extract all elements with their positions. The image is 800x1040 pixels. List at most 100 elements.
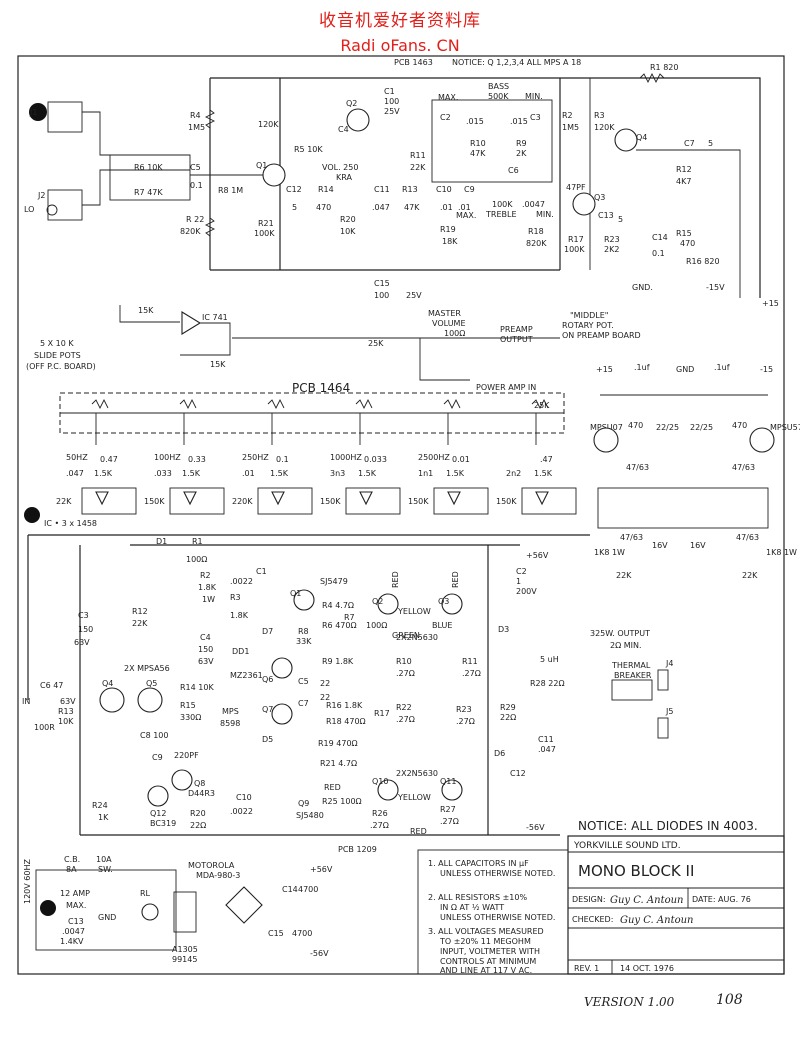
svg-text:R11: R11 [462,657,478,666]
svg-text:+56V: +56V [526,551,549,560]
band-cap-a: 0.033 [364,455,387,464]
svg-text:1.8K: 1.8K [230,611,249,620]
svg-text:5: 5 [708,139,713,148]
svg-text:Q1: Q1 [290,589,301,598]
band-resistor-a: 1.5K [182,469,201,478]
preamp-section: PCB 1463 NOTICE: Q 1,2,3,4 ALL MPS A 18 … [24,58,779,308]
svg-text:22K: 22K [616,571,632,580]
master-volume-label: MASTER [428,309,461,318]
band-cell [81,487,137,515]
svg-text:5: 5 [618,215,623,224]
svg-text:Q8: Q8 [194,779,205,788]
svg-text:DESIGN:: DESIGN: [572,895,606,904]
svg-text:22: 22 [320,693,330,702]
mains-label: 120V 60HZ [23,859,32,904]
svg-text:PCB 1464: PCB 1464 [292,381,350,395]
svg-text:YELLOW: YELLOW [397,607,431,616]
svg-text:22: 22 [320,679,330,688]
svg-text:Q12: Q12 [150,809,166,818]
svg-text:BC319: BC319 [150,819,176,828]
svg-text:1K: 1K [98,813,109,822]
svg-text:220PF: 220PF [174,751,199,760]
svg-text:C13: C13 [68,917,84,926]
svg-text:Q10: Q10 [372,777,388,786]
ic741-opamp [181,311,202,335]
svg-text:.27Ω: .27Ω [456,717,475,726]
svg-text:2X2N5630: 2X2N5630 [396,633,438,642]
output-inductor-label: 5 uH [540,655,559,664]
svg-text:2K2: 2K2 [604,245,619,254]
svg-text:.015: .015 [510,117,528,126]
band-cell [433,487,489,515]
svg-text:RED: RED [451,571,460,588]
svg-text:UNLESS OTHERWISE NOTED.: UNLESS OTHERWISE NOTED. [440,913,555,922]
preamp-pcb-label: PCB 1463 [394,58,433,67]
svg-text:16V: 16V [690,541,706,550]
svg-text:D3: D3 [498,625,509,634]
svg-text:C7: C7 [684,139,695,148]
power-amp-section: D1 R1 100Ω R2 1.8K 1W C1 .0022 R3 1.8K C… [22,534,673,854]
band-resistor-b: 150K [496,497,517,506]
bass-label: BASS [488,82,509,91]
band-slide-pot-icon [179,398,197,410]
svg-text:33K: 33K [296,637,312,646]
svg-text:+56V: +56V [310,865,333,874]
band-opamp-icon [447,491,461,506]
svg-text:YELLOW: YELLOW [397,793,431,802]
svg-text:47/63: 47/63 [736,533,759,542]
svg-text:R16 820: R16 820 [686,257,720,266]
svg-text:ROTARY POT.: ROTARY POT. [562,321,614,330]
r8-label: R8 1M [218,186,243,195]
band-cap-a: 0.1 [276,455,289,464]
svg-text:D6: D6 [494,749,505,758]
q4-amp-transistor [99,687,125,713]
svg-text:AND LINE AT 117 V AC.: AND LINE AT 117 V AC. [440,966,532,975]
ic-note: IC • 3 x 1458 [44,519,97,528]
svg-text:100K: 100K [492,200,513,209]
band-cap-a: .47 [540,455,553,464]
svg-text:RED: RED [391,571,400,588]
svg-text:D44R3: D44R3 [188,789,215,798]
svg-text:.1uf: .1uf [714,363,730,372]
band-slide-pot-icon [267,398,285,410]
svg-text:470: 470 [628,421,643,430]
lo-label: LO [24,205,34,214]
svg-text:.1uf: .1uf [634,363,650,372]
preamp-notice: NOTICE: Q 1,2,3,4 ALL MPS A 18 [452,58,581,67]
svg-text:.27Ω: .27Ω [396,715,415,724]
svg-text:R9: R9 [516,139,527,148]
svg-text:R24: R24 [92,801,108,810]
svg-text:C4: C4 [338,125,349,134]
svg-text:R4 4.7Ω: R4 4.7Ω [322,601,354,610]
band-cap-a: 0.47 [100,455,118,464]
q3-transistor: Q3 [572,192,605,216]
svg-text:R15: R15 [676,229,692,238]
svg-text:R29: R29 [500,703,516,712]
svg-text:8598: 8598 [220,719,240,728]
svg-text:"MIDDLE": "MIDDLE" [570,311,608,320]
svg-text:R17: R17 [374,709,390,718]
svg-text:R27: R27 [440,805,456,814]
svg-text:C12: C12 [510,769,526,778]
band-cap-b: .033 [154,469,172,478]
svg-text:25K: 25K [368,339,384,348]
svg-text:Q1: Q1 [256,161,267,170]
svg-text:C2: C2 [516,567,527,576]
svg-text:R2: R2 [562,111,573,120]
band-frequency: 1000HZ [330,453,362,462]
band-resistor-b: 150K [320,497,341,506]
input-jack-j2: J2 LO [24,189,83,221]
svg-text:500K: 500K [488,92,509,101]
svg-text:SJ5480: SJ5480 [296,811,324,820]
band-slide-pot-icon [443,398,461,410]
eq-section: 15K IC 741 15K 5 X 10 K SLIDE POTS (OFF … [24,305,641,528]
band-resistor-b: 220K [232,497,253,506]
svg-text:MAX.: MAX. [438,93,458,102]
svg-text:150: 150 [78,625,93,634]
band-cap-b: 1n1 [418,469,433,478]
band-opamp-icon [271,491,285,506]
svg-text:C13: C13 [598,211,614,220]
svg-text:1. ALL CAPACITORS IN µF: 1. ALL CAPACITORS IN µF [428,859,529,868]
svg-text:8A: 8A [66,865,77,874]
